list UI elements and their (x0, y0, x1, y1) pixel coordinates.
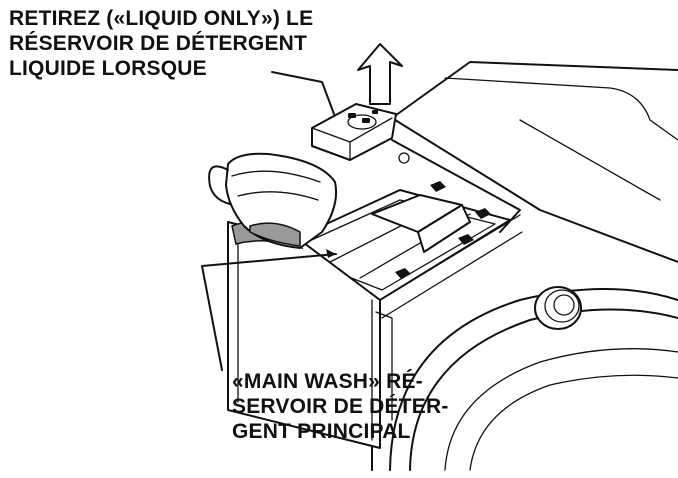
callout-line: LIQUIDE LORSQUE (9, 57, 207, 80)
washer-top-panel (391, 61, 678, 263)
up-arrow-icon (357, 43, 403, 105)
top-leader-line (271, 71, 335, 115)
bottom-leader-arrowhead (326, 249, 336, 258)
remove-liquid-reservoir-callout: RETIREZ («LIQUID ONLY») LE RÉSERVOIR DE … (9, 6, 313, 81)
callout-line: «MAIN WASH» RÉ- (232, 370, 423, 393)
callout-line: RETIREZ («LIQUID ONLY») LE (9, 7, 314, 30)
callout-line: RÉSERVOIR DE DÉTERGENT (9, 32, 308, 55)
bottom-leader-line (201, 253, 337, 371)
callout-line: GENT PRINCIPAL (232, 420, 411, 443)
callout-line: SERVOIR DE DÉTER- (232, 395, 449, 418)
control-knob (534, 286, 582, 330)
main-wash-reservoir-callout: «MAIN WASH» RÉ- SERVOIR DE DÉTER- GENT P… (232, 369, 449, 444)
detergent-pitcher (208, 152, 338, 249)
liquid-detergent-reservoir (311, 103, 397, 161)
dispenser-drawer (227, 139, 523, 449)
